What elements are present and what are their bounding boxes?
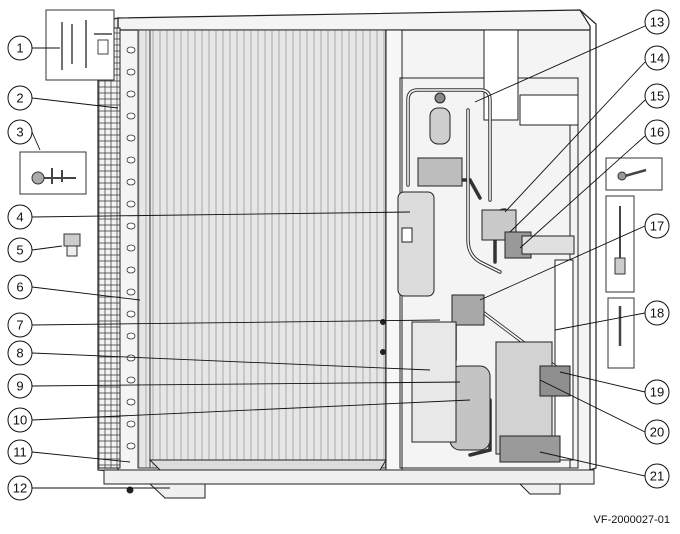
callout-16: 16 <box>650 125 664 140</box>
base-frame <box>103 469 595 499</box>
callout-2: 2 <box>16 91 23 106</box>
callout-10: 10 <box>13 413 27 428</box>
side-grille <box>97 27 121 469</box>
filter-drier <box>429 92 451 145</box>
compressor-compartment <box>399 29 579 469</box>
service-valve-block <box>499 435 561 463</box>
callout-7: 7 <box>16 318 23 333</box>
callout-18: 18 <box>650 306 664 321</box>
callout-4: 4 <box>16 210 23 225</box>
callout-11: 11 <box>13 445 27 460</box>
callout-labels: 1 2 3 4 5 6 7 8 9 10 11 12 13 14 15 16 1… <box>13 15 664 496</box>
figure-reference-code: VF-2000027-01 <box>593 514 670 526</box>
callout-15: 15 <box>650 89 664 104</box>
inset-16 <box>605 157 663 191</box>
callout-1: 1 <box>16 41 23 56</box>
drain-pan <box>148 459 387 471</box>
fan-motor <box>539 365 571 397</box>
callout-6: 6 <box>16 280 23 295</box>
callout-8: 8 <box>16 346 23 361</box>
evaporator-coil <box>137 29 387 469</box>
leader-lines <box>31 25 646 489</box>
callout-12: 12 <box>13 481 27 496</box>
solenoid-valve <box>451 294 485 326</box>
callout-13: 13 <box>650 15 664 30</box>
callout-3: 3 <box>16 125 23 140</box>
expansion-valve <box>417 157 463 187</box>
callouts <box>7 9 670 501</box>
callout-20: 20 <box>650 425 664 440</box>
coil-tube-ends <box>126 46 136 450</box>
part-5-fitting <box>63 233 81 257</box>
callout-9: 9 <box>16 379 23 394</box>
callout-19: 19 <box>650 385 664 400</box>
callout-5: 5 <box>16 243 23 258</box>
callout-21: 21 <box>650 469 664 484</box>
liquid-receiver <box>397 191 435 297</box>
callout-17: 17 <box>650 219 664 234</box>
callout-14: 14 <box>650 51 664 66</box>
inset-1 <box>45 9 115 81</box>
pressure-switch-block <box>521 235 575 255</box>
